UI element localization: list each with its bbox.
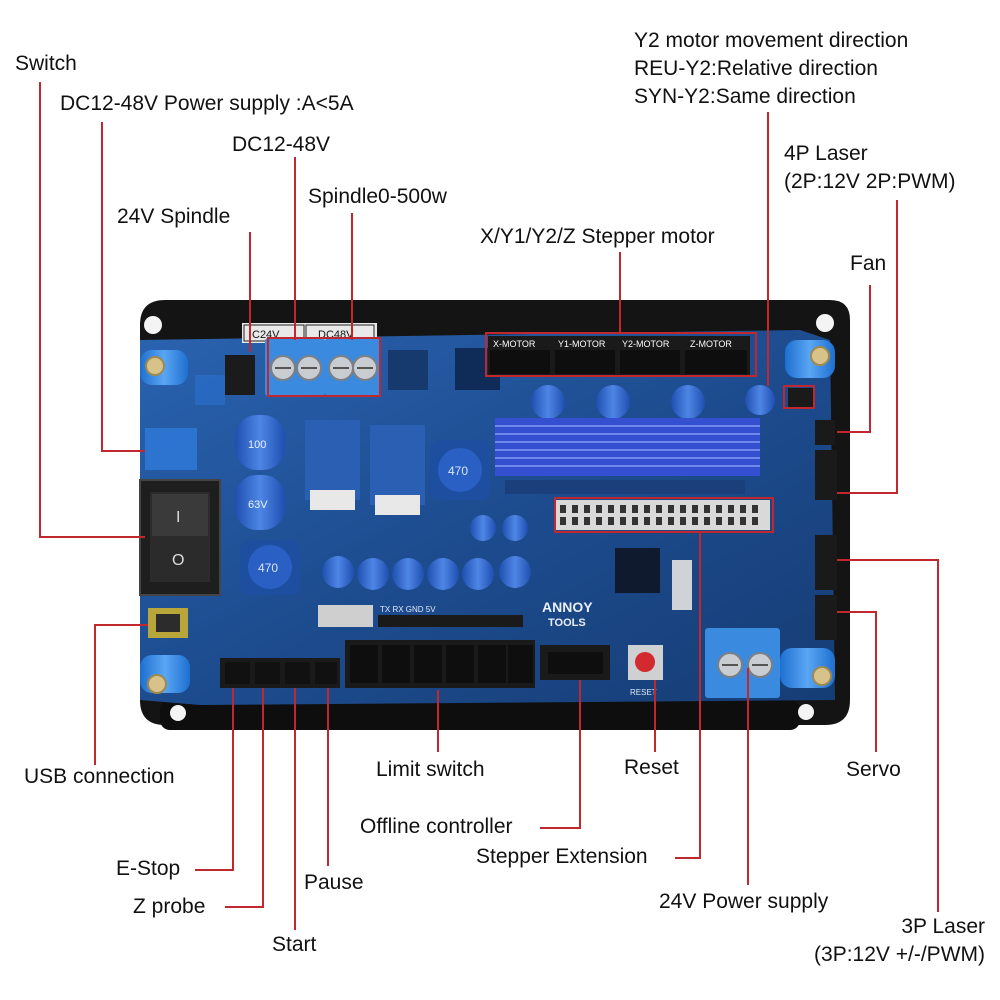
terminal-block-24v	[705, 628, 780, 698]
inductors: 470 470	[240, 440, 490, 595]
stepper-driver-heatsink	[495, 418, 760, 476]
label-pause: Pause	[304, 871, 364, 894]
rocker-switch: I O	[139, 479, 221, 596]
label-reset: Reset	[624, 756, 679, 779]
label-offline-controller: Offline controller	[360, 815, 513, 838]
cap-marking-b: 63V	[248, 499, 268, 511]
label-y2-line-3: SYN-Y2:Same direction	[634, 85, 856, 108]
uart-header: TX RX GND 5V	[318, 605, 523, 627]
label-fan: Fan	[850, 252, 887, 275]
base-corner-holes	[144, 314, 834, 721]
brand-line-2: TOOLS	[548, 617, 586, 629]
cap-marking-a: 100	[248, 439, 266, 451]
label-switch: Switch	[15, 52, 77, 75]
label-3p-laser-line-1: 3P Laser	[901, 915, 985, 938]
right-side-connectors	[788, 388, 837, 640]
header-label-x: X-MOTOR	[493, 339, 536, 349]
label-usb-connection: USB connection	[24, 765, 175, 788]
switch-mark-on: I	[176, 509, 180, 526]
terminal-block-spindle	[325, 338, 380, 396]
standoffs	[140, 340, 835, 694]
label-y2-direction: Y2 motor movement direction REU-Y2:Relat…	[634, 27, 908, 111]
silk-uart: TX RX GND 5V	[380, 605, 436, 614]
label-24v-spindle: 24V Spindle	[117, 205, 231, 228]
label-24v-power-supply: 24V Power supply	[659, 890, 829, 913]
label-4p-laser: 4P Laser (2P:12V 2P:PWM)	[784, 140, 956, 196]
header-label-y1: Y1-MOTOR	[558, 339, 606, 349]
switch-mark-off: O	[172, 552, 184, 569]
label-4p-laser-line-2: (2P:12V 2P:PWM)	[784, 170, 956, 193]
brand-line-1: ANNOY	[542, 599, 593, 615]
inductor-marking-a: 470	[448, 464, 468, 478]
label-start: Start	[272, 933, 317, 956]
stepper-extension-pins	[505, 480, 770, 530]
label-z-probe: Z probe	[133, 895, 206, 918]
label-3p-laser-line-2: (3P:12V +/-/PWM)	[814, 943, 985, 966]
label-spindle-500w: Spindle0-500w	[308, 185, 447, 208]
electrolytic-capacitors-large: 100 63V	[235, 415, 285, 530]
label-y2-line-1: Y2 motor movement direction	[634, 29, 909, 52]
usb-connector	[148, 608, 188, 638]
label-3p-laser: 3P Laser (3P:12V +/-/PWM)	[790, 913, 985, 969]
label-stepper-extension: Stepper Extension	[476, 845, 648, 868]
terminal-block-dc-power	[265, 338, 325, 396]
label-y2-line-2: REU-Y2:Relative direction	[634, 57, 878, 80]
electrolytic-capacitors-small	[322, 385, 775, 590]
label-stepper-motor: X/Y1/Y2/Z Stepper motor	[480, 225, 715, 248]
header-label-y2: Y2-MOTOR	[622, 339, 670, 349]
inductor-marking-b: 470	[258, 561, 278, 575]
label-limit-switch: Limit switch	[376, 758, 485, 781]
clear-acrylic-blocks	[145, 375, 225, 470]
label-dc-12-48v: DC12-48V	[232, 133, 331, 156]
microcontroller-chip	[615, 548, 692, 610]
reset-button-part: RESET	[628, 645, 663, 697]
motor-headers: X-MOTOR Y1-MOTOR Y2-MOTOR Z-MOTOR	[488, 336, 750, 376]
label-servo: Servo	[846, 758, 901, 781]
header-label-z: Z-MOTOR	[690, 339, 732, 349]
label-estop: E-Stop	[116, 857, 181, 880]
label-dc-power-supply: DC12-48V Power supply :A<5A	[60, 92, 354, 115]
brand-logo: ANNOY TOOLS	[542, 599, 593, 629]
leader-lines	[39, 82, 939, 930]
callout-boxes	[267, 332, 815, 533]
bottom-headers	[220, 640, 610, 688]
silk-reset: RESET	[630, 688, 657, 697]
label-4p-laser-line-1: 4P Laser	[784, 142, 868, 165]
